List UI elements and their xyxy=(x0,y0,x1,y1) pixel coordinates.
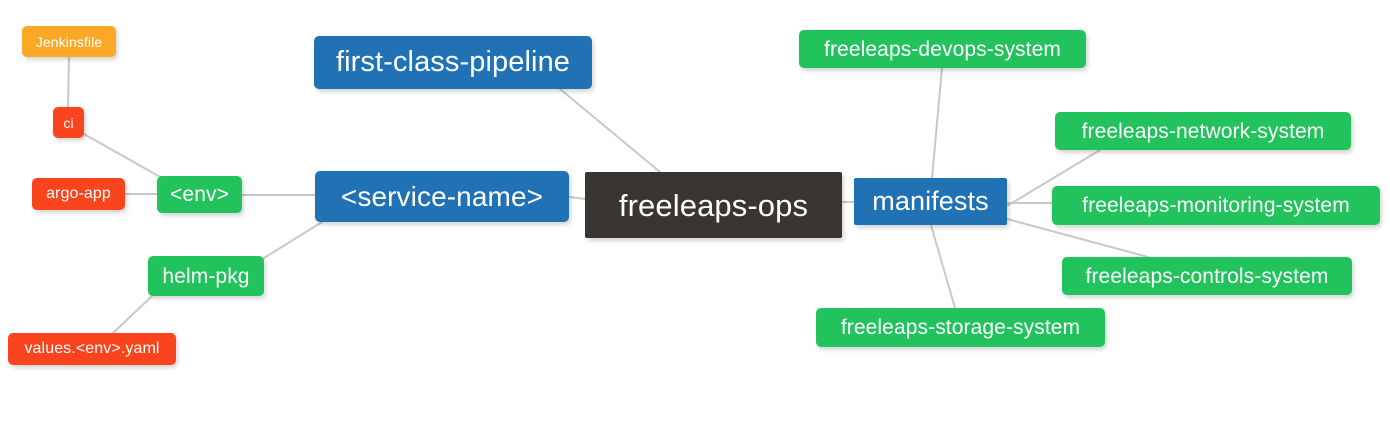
node-freeleaps-ops[interactable]: freeleaps-ops xyxy=(585,172,842,238)
node-argo-app[interactable]: argo-app xyxy=(32,178,125,210)
edge-helmpkg-values xyxy=(112,295,153,334)
node-freeleaps-monitoring-system[interactable]: freeleaps-monitoring-system xyxy=(1052,186,1380,225)
node-freeleaps-devops-system[interactable]: freeleaps-devops-system xyxy=(799,30,1086,68)
node-manifests[interactable]: manifests xyxy=(854,178,1007,225)
node-jenkinsfile[interactable]: Jenkinsfile xyxy=(22,26,116,57)
node-helm-pkg[interactable]: helm-pkg xyxy=(148,256,264,296)
edge-manifests-storage xyxy=(930,224,956,309)
node-values-yaml[interactable]: values.<env>.yaml xyxy=(8,333,176,365)
edge-jenkinsfile-ci xyxy=(67,56,70,108)
edge-servicename-helmpkg xyxy=(263,221,323,259)
node-ci[interactable]: ci xyxy=(53,107,84,138)
edge-ci-env xyxy=(83,133,163,179)
node-first-class-pipeline[interactable]: first-class-pipeline xyxy=(314,36,592,89)
node-freeleaps-controls-system[interactable]: freeleaps-controls-system xyxy=(1062,257,1352,295)
node-env[interactable]: <env> xyxy=(157,176,242,213)
node-freeleaps-storage-system[interactable]: freeleaps-storage-system xyxy=(816,308,1105,347)
edge-pipeline-ops xyxy=(559,88,661,173)
node-freeleaps-network-system[interactable]: freeleaps-network-system xyxy=(1055,112,1351,150)
edge-manifests-devops xyxy=(931,67,943,179)
node-service-name[interactable]: <service-name> xyxy=(315,171,569,222)
edge-servicename-ops xyxy=(568,196,586,200)
